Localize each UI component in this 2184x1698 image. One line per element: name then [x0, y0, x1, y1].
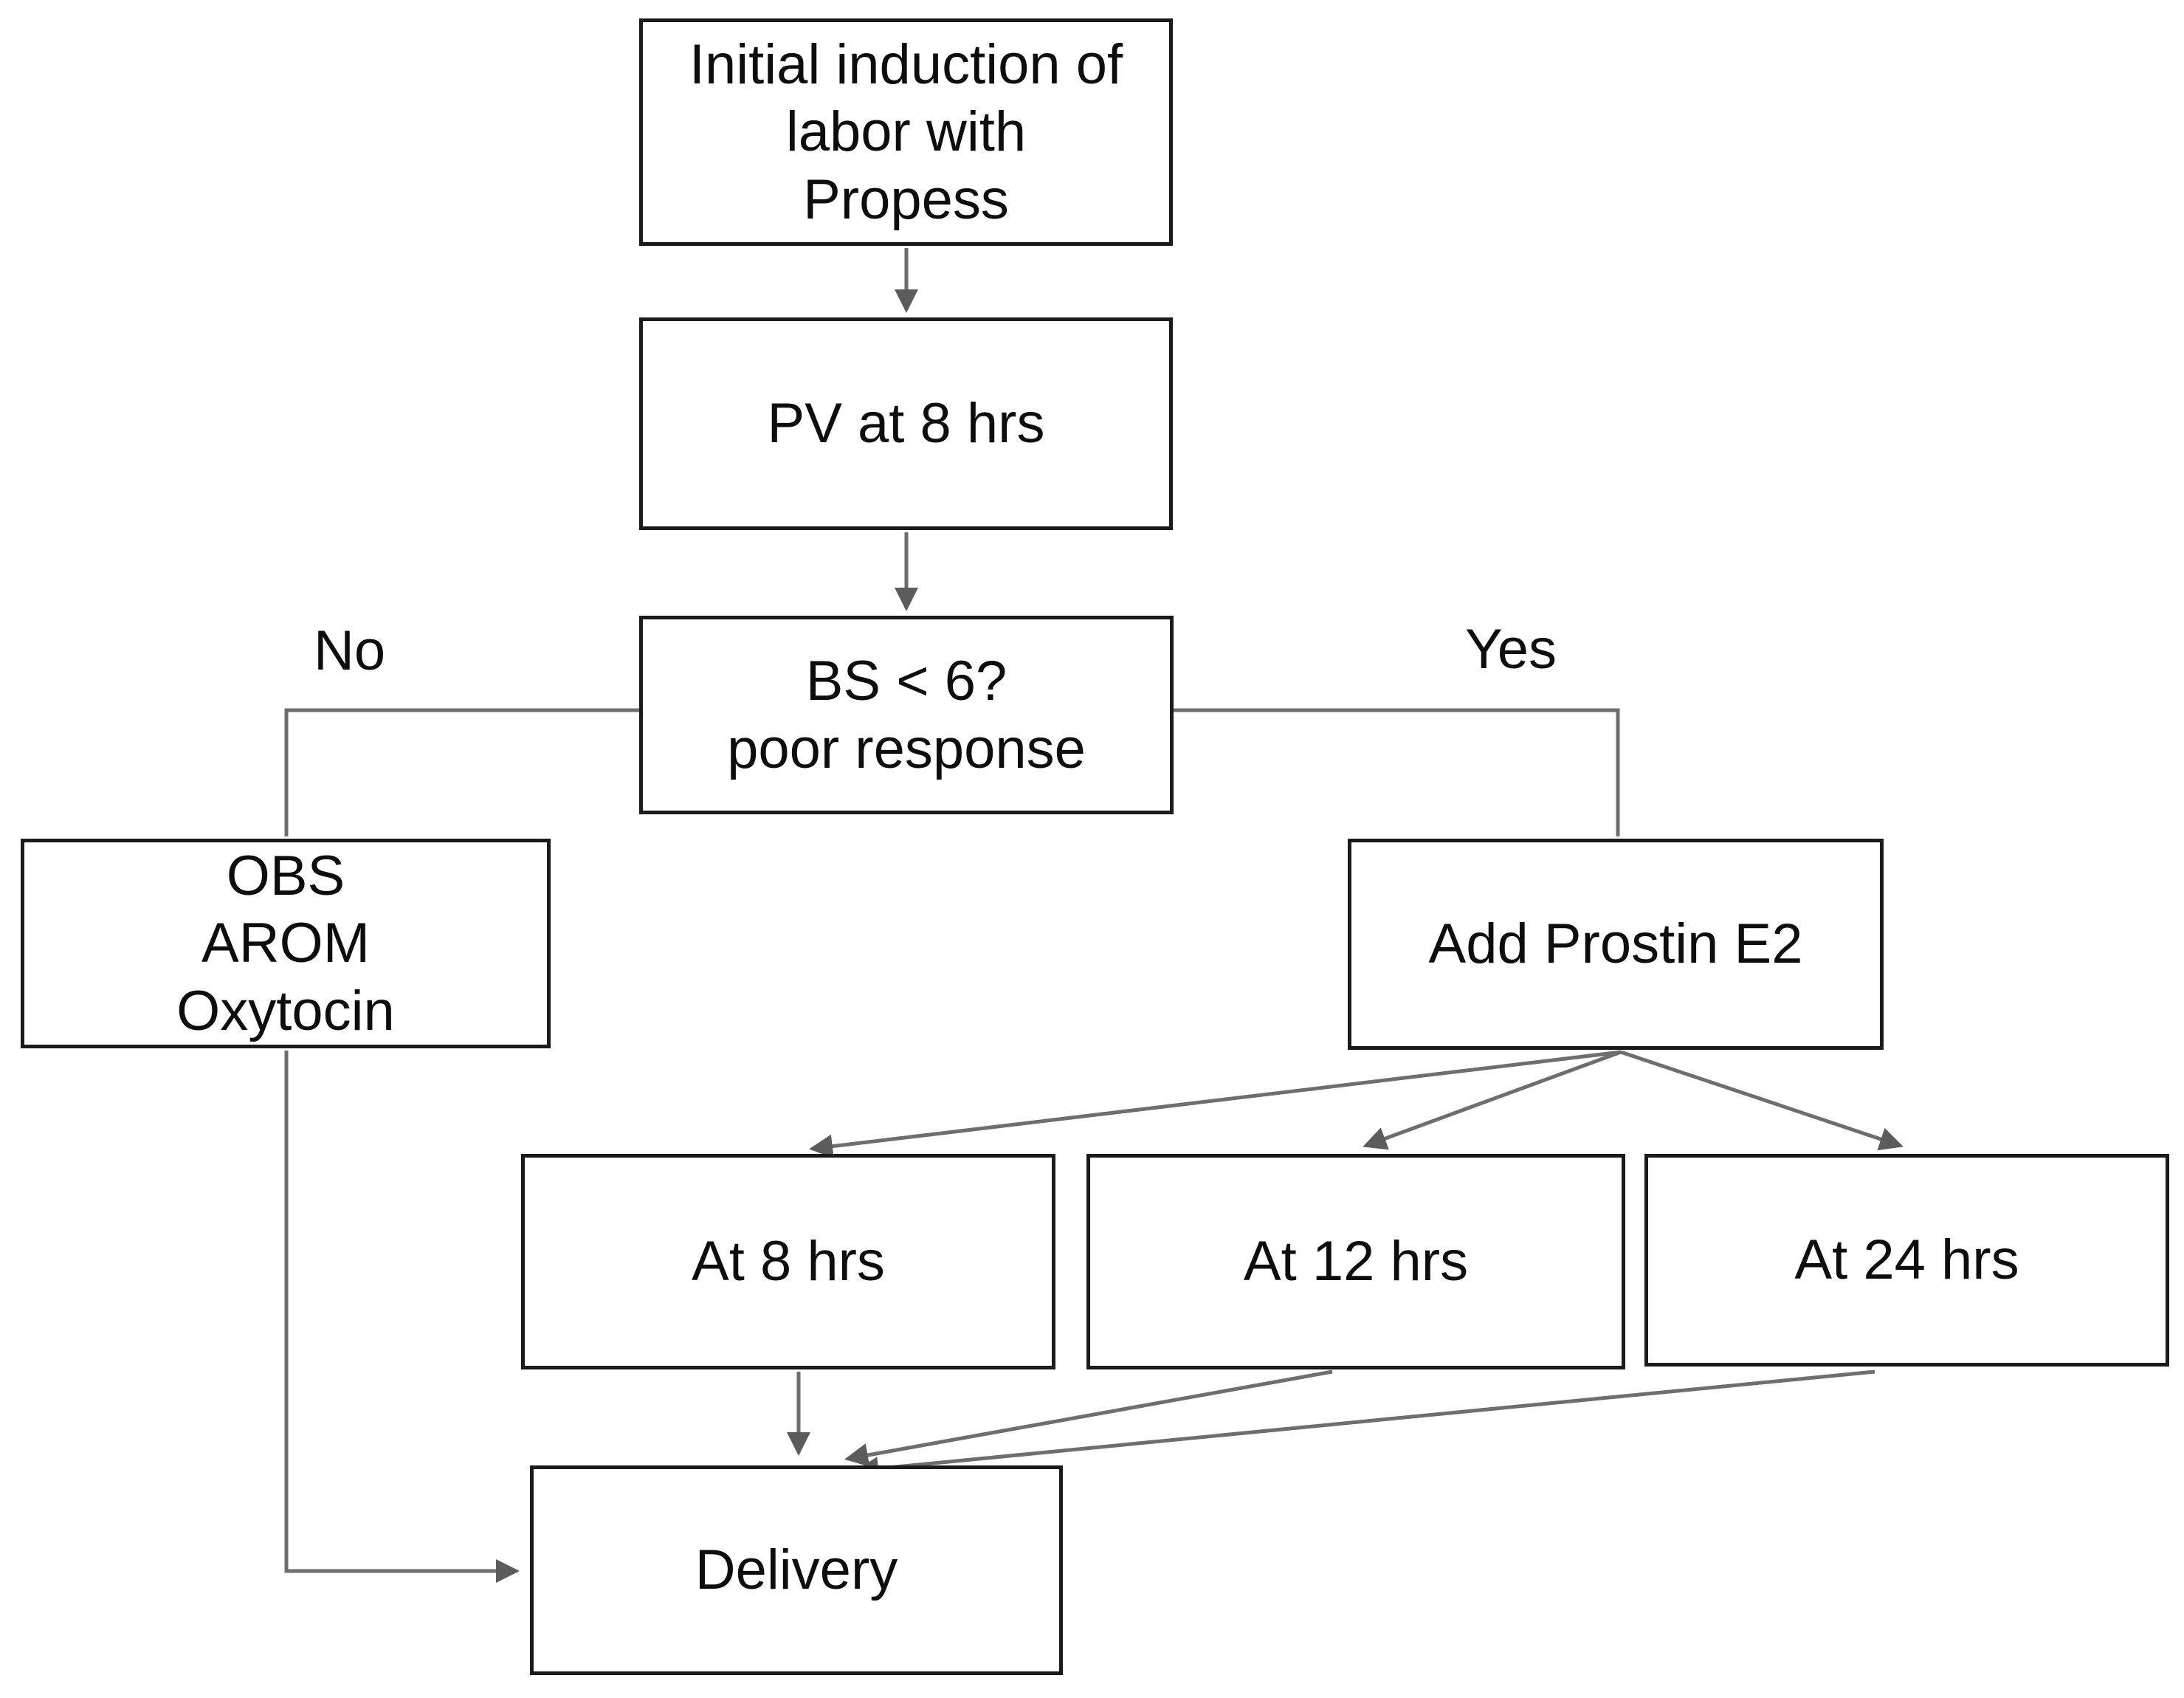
edge-prostin-to-at12: [1363, 1050, 1622, 1150]
node-pv-at-8-hrs: PV at 8 hrs: [639, 317, 1173, 530]
edge-prostin-to-at24: [1620, 1050, 1904, 1151]
edge-prostin-to-at8: [809, 1050, 1622, 1158]
node-decision-bs-less-than-6: BS < 6? poor response: [639, 616, 1174, 814]
edge-at12-to-delivery: [844, 1369, 1333, 1467]
node-label-line: At 24 hrs: [1794, 1228, 2019, 1292]
edge-decision-yes-to-prostin: [1174, 708, 1620, 836]
node-initial-induction: Initial induction of labor with Propess: [639, 18, 1173, 246]
node-label-line: poor response: [727, 717, 1086, 780]
edge-obs-to-delivery: [284, 1051, 520, 1583]
node-add-prostin-e2: Add Prostin E2: [1348, 839, 1884, 1050]
node-label-line: Initial induction of: [689, 33, 1123, 97]
node-obs-arom-oxytocin: OBS AROM Oxytocin: [21, 839, 551, 1048]
node-label-line: BS < 6?: [805, 650, 1007, 713]
node-label-line: Add Prostin E2: [1428, 912, 1803, 976]
edge-label-no: No: [314, 619, 386, 682]
node-label-line: Propess: [803, 168, 1009, 231]
node-label-line: Delivery: [695, 1539, 898, 1602]
node-delivery: Delivery: [530, 1465, 1063, 1675]
node-at-8-hrs: At 8 hrs: [521, 1154, 1055, 1369]
node-label-line: PV at 8 hrs: [767, 392, 1045, 456]
edge-label-yes: Yes: [1465, 618, 1557, 681]
edge-at24-to-delivery: [855, 1369, 1875, 1481]
node-label-line: labor with: [785, 100, 1027, 164]
edge-decision-no-to-obs: [284, 708, 639, 836]
node-label-line: OBS: [226, 845, 345, 908]
node-at-24-hrs: At 24 hrs: [1644, 1154, 2169, 1367]
node-label-line: At 8 hrs: [692, 1230, 885, 1293]
node-at-12-hrs: At 12 hrs: [1086, 1154, 1625, 1369]
node-label-line: AROM: [201, 912, 370, 975]
node-label-line: At 12 hrs: [1243, 1230, 1469, 1293]
node-label-line: Oxytocin: [176, 979, 395, 1042]
